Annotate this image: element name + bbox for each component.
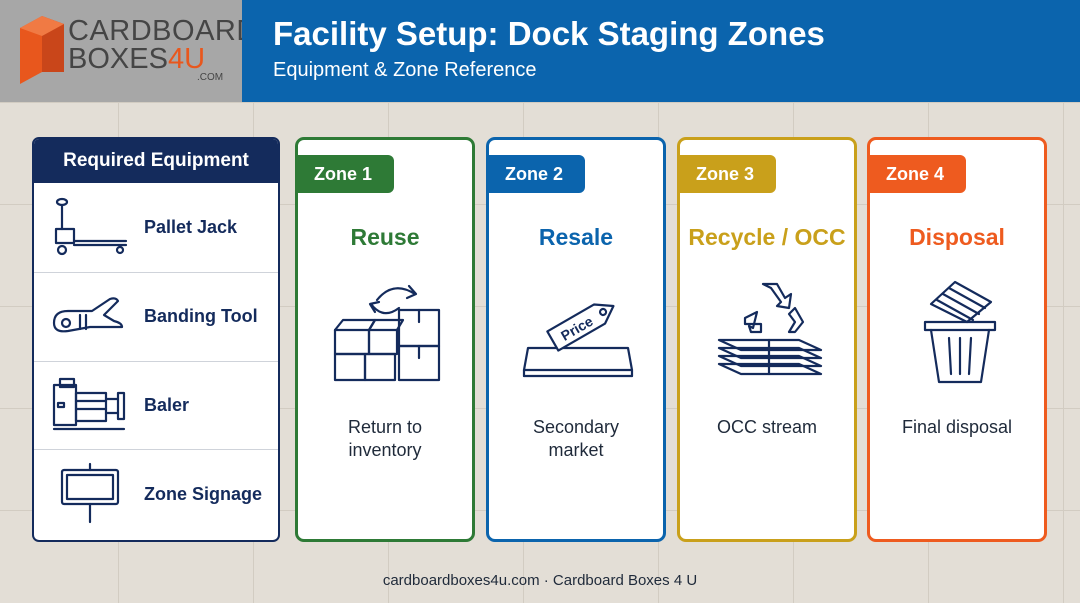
equipment-label: Banding Tool [144, 306, 258, 327]
equipment-item-banding-tool: Banding Tool [34, 271, 278, 361]
equipment-item-zone-signage: Zone Signage [34, 449, 278, 538]
equipment-item-pallet-jack: Pallet Jack [34, 183, 278, 272]
page-subtitle: Equipment & Zone Reference [273, 59, 537, 81]
zone-title: Disposal [909, 224, 1005, 250]
logo-suffix: .COM [197, 72, 224, 83]
baler-icon [52, 378, 126, 431]
zone-signage-icon [60, 463, 120, 524]
equipment-label: Pallet Jack [144, 216, 238, 237]
zone-tab: Zone 3 [680, 155, 776, 193]
logo-text-line2: BOXES4U [68, 43, 206, 75]
equipment-heading: Required Equipment [34, 139, 278, 183]
equipment-label: Zone Signage [144, 483, 263, 504]
banding-tool-icon [52, 296, 124, 333]
zone-description: OCC stream [716, 417, 817, 437]
logo-text-line1: CARDBOARD [68, 15, 258, 47]
zone-card-disposal: Zone 4 Disposal Final disposal [867, 137, 1047, 542]
footer-text[interactable]: cardboardboxes4u.com · Cardboard Boxes 4… [382, 572, 698, 589]
equipment-label: Baler [144, 394, 190, 415]
title-banner: Facility Setup: Dock Staging Zones Equip… [242, 0, 1080, 102]
recycle-icon [717, 282, 823, 376]
zone-tab: Zone 2 [489, 155, 585, 193]
price-tag-icon: Price [522, 303, 634, 378]
equipment-item-baler: Baler [34, 360, 278, 450]
zone-tab: Zone 4 [870, 155, 966, 193]
pallet-jack-icon [54, 198, 128, 256]
zone-title: Reuse [350, 224, 420, 250]
zone-tab: Zone 1 [298, 155, 394, 193]
trash-bin-icon [923, 280, 997, 384]
reuse-boxes-icon [333, 284, 441, 382]
cardboard-box-logo-icon [20, 16, 64, 84]
zone-description: Final disposal [901, 417, 1013, 437]
equipment-panel: Required Equipment Pallet Jack Banding T… [32, 137, 280, 542]
zone-title: Resale [538, 224, 614, 250]
page-title: Facility Setup: Dock Staging Zones [273, 15, 825, 52]
zone-title: Recycle / OCC [688, 224, 846, 250]
zone-card-recycle: Zone 3 Recycle / OCC OCC stream [677, 137, 857, 542]
header: CARDBOARD BOXES4U .COM Facility Setup: D… [0, 0, 1080, 102]
logo[interactable]: CARDBOARD BOXES4U .COM [0, 0, 257, 102]
